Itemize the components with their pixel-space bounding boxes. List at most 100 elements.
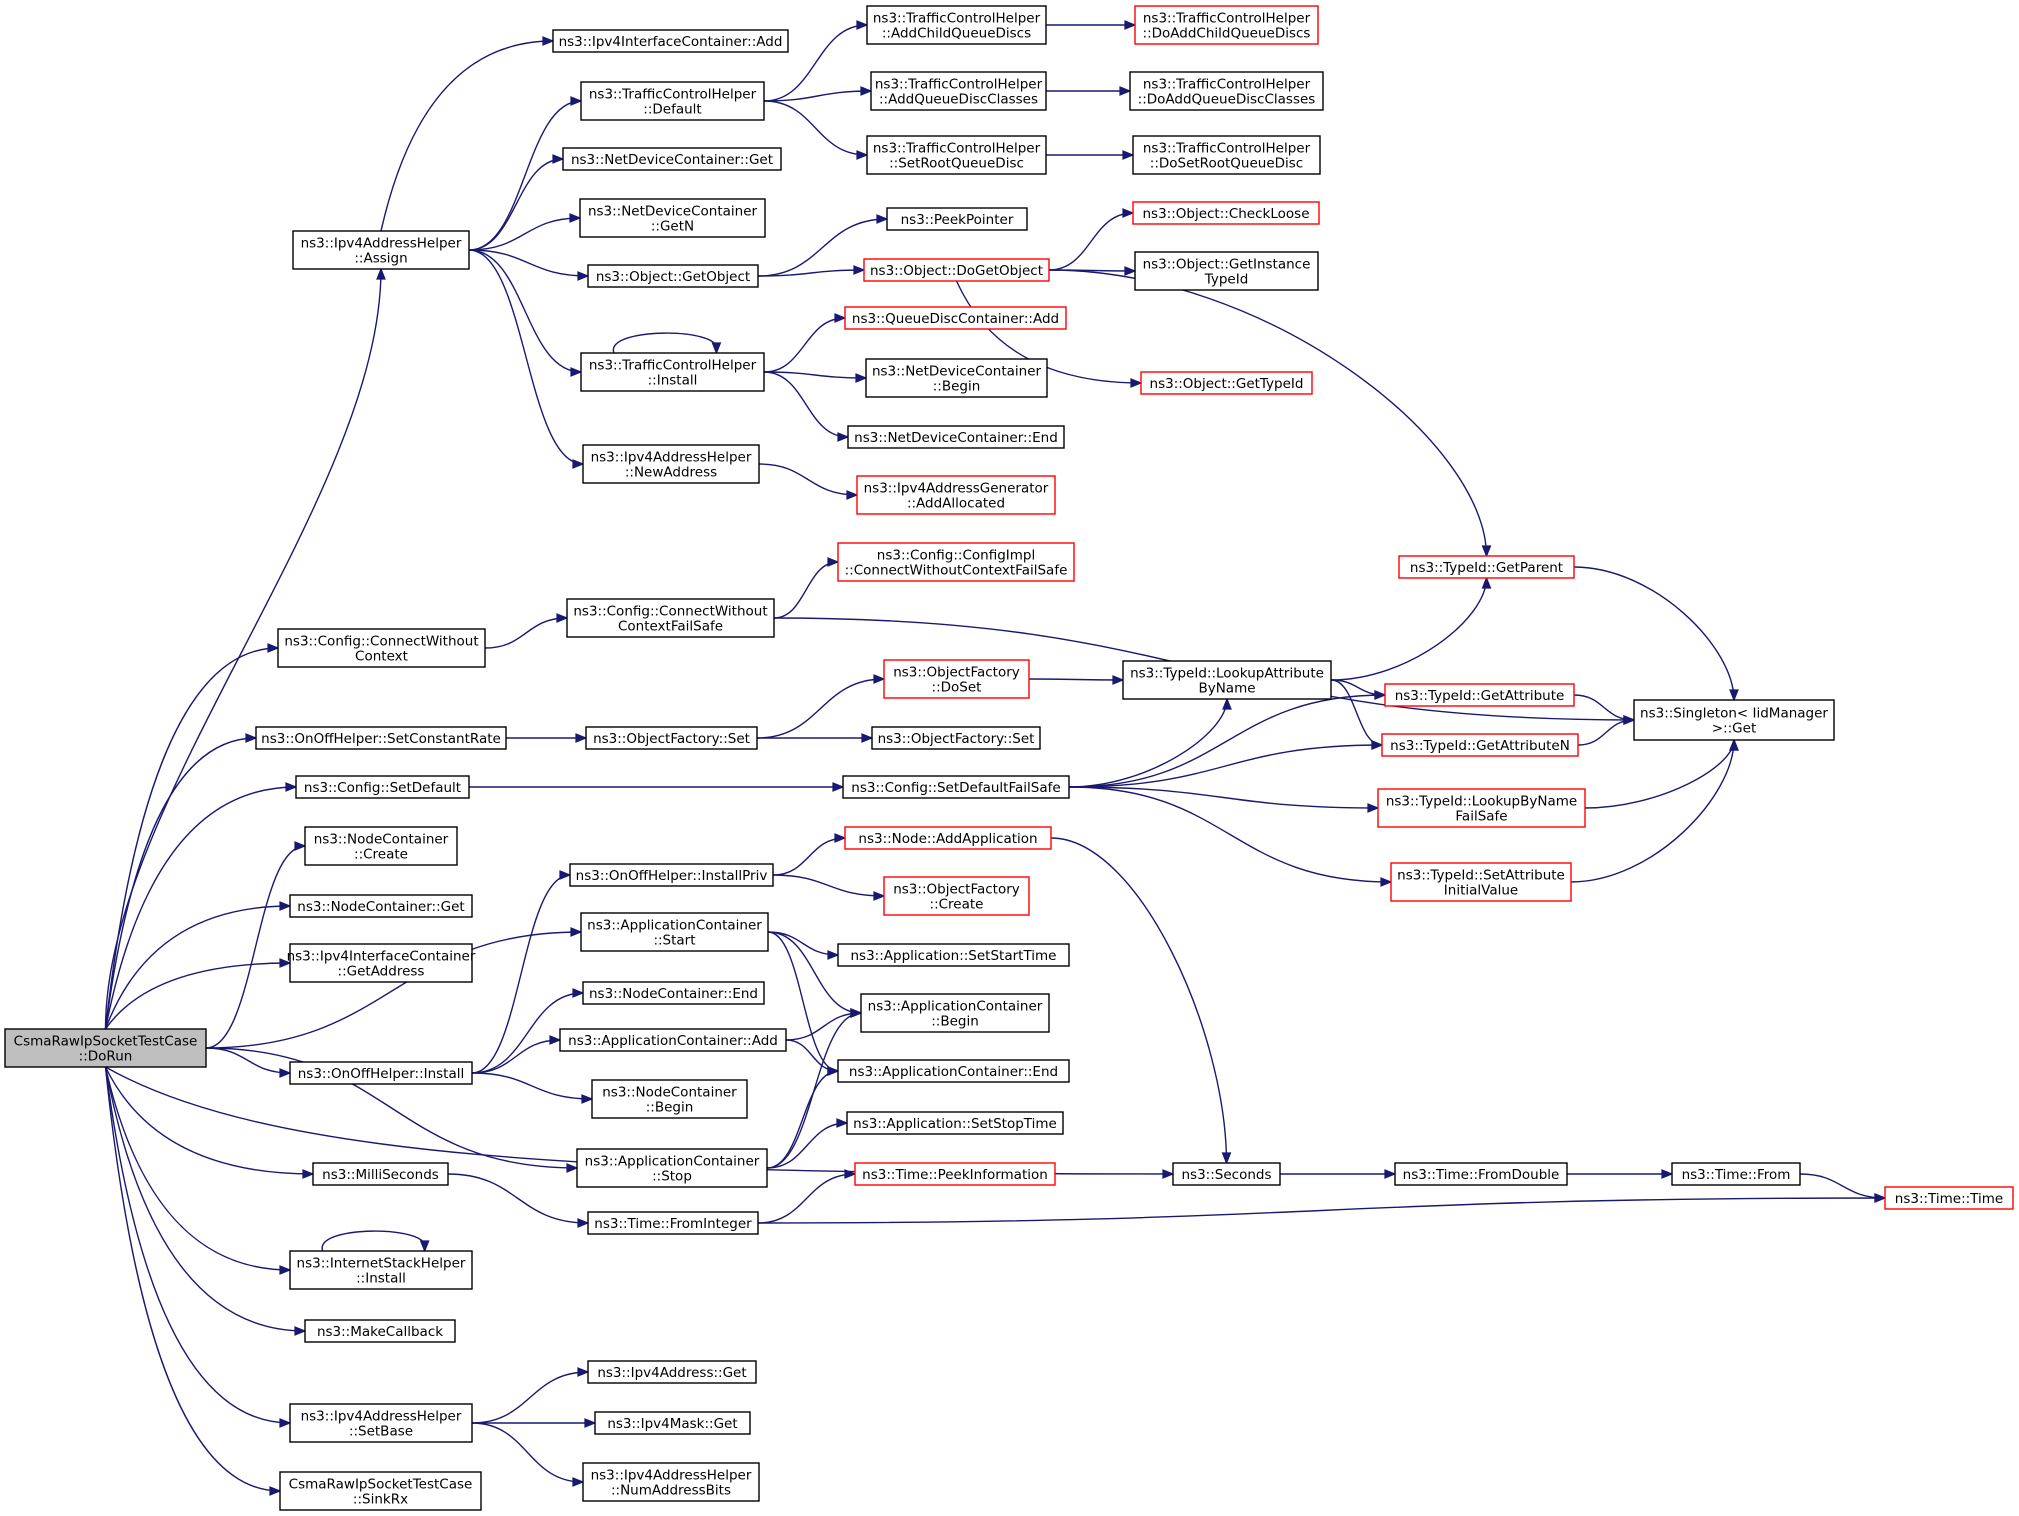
node-singleton-get[interactable]: ns3::Singleton< IidManager >::Get	[1633, 699, 1835, 741]
node-qdc-add[interactable]: ns3::QueueDiscContainer::Add	[844, 306, 1067, 330]
node-onoff-installpriv[interactable]: ns3::OnOffHelper::InstallPriv	[569, 863, 774, 887]
node-ipv4ah-numaddrbits[interactable]: ns3::Ipv4AddressHelper::NumAddressBits	[582, 1462, 760, 1502]
node-box[interactable]	[312, 1162, 449, 1186]
node-box[interactable]	[1134, 5, 1319, 45]
node-appc-add[interactable]: ns3::ApplicationContainer::Add	[559, 1028, 787, 1052]
node-ish-install[interactable]: ns3::InternetStackHelper::Install	[289, 1250, 473, 1290]
node-tch-default[interactable]: ns3::TrafficControlHelper::Default	[580, 81, 765, 121]
node-box[interactable]	[1394, 1162, 1568, 1186]
node-config-cwc[interactable]: ns3::Config::ConnectWithoutContext	[277, 628, 486, 668]
node-box[interactable]	[289, 943, 473, 983]
node-box[interactable]	[883, 876, 1030, 916]
node-box[interactable]	[292, 230, 470, 270]
node-box[interactable]	[289, 1403, 473, 1443]
node-box[interactable]	[587, 264, 759, 288]
node-box[interactable]	[846, 1111, 1064, 1135]
node-box[interactable]	[585, 726, 758, 750]
node-nc-get[interactable]: ns3::NodeContainer::Get	[289, 894, 473, 918]
node-box[interactable]	[559, 1028, 787, 1052]
node-of-set1[interactable]: ns3::ObjectFactory::Set	[585, 726, 758, 750]
node-box[interactable]	[582, 981, 765, 1005]
node-time-fromdouble[interactable]: ns3::Time::FromDouble	[1394, 1162, 1568, 1186]
node-onoff-setconstrate[interactable]: ns3::OnOffHelper::SetConstantRate	[255, 726, 507, 750]
node-box[interactable]	[289, 894, 473, 918]
node-box[interactable]	[1172, 1162, 1281, 1186]
node-box[interactable]	[304, 826, 458, 866]
node-ndc-end[interactable]: ns3::NetDeviceContainer::End	[847, 425, 1065, 449]
node-ndc-getn[interactable]: ns3::NetDeviceContainer::GetN	[579, 198, 766, 238]
node-box[interactable]	[1377, 788, 1586, 828]
node-time-time[interactable]: ns3::Time::Time	[1884, 1186, 2014, 1210]
node-app-setstop[interactable]: ns3::Application::SetStopTime	[846, 1111, 1064, 1135]
node-box[interactable]	[562, 147, 782, 171]
node-ndc-get[interactable]: ns3::NetDeviceContainer::Get	[562, 147, 782, 171]
node-ipv4ah-setbase[interactable]: ns3::Ipv4AddressHelper::SetBase	[289, 1403, 473, 1443]
node-box[interactable]	[580, 912, 769, 952]
node-tch-addqdc[interactable]: ns3::TrafficControlHelper::AddQueueDiscC…	[870, 71, 1047, 111]
node-tch-doaddqdc[interactable]: ns3::TrafficControlHelper::DoAddQueueDis…	[1129, 71, 1324, 111]
node-ipv4ic-getaddress[interactable]: ns3::Ipv4InterfaceContainer::GetAddress	[287, 943, 476, 983]
node-ipv4ag-addallocated[interactable]: ns3::Ipv4AddressGenerator::AddAllocated	[856, 475, 1056, 515]
node-box[interactable]	[866, 5, 1047, 45]
node-tch-dosetroot[interactable]: ns3::TrafficControlHelper::DoSetRootQueu…	[1132, 135, 1321, 175]
node-node-addapp[interactable]: ns3::Node::AddApplication	[844, 826, 1052, 850]
node-box[interactable]	[279, 1471, 482, 1511]
node-box[interactable]	[295, 775, 470, 799]
node-time-frominteger[interactable]: ns3::Time::FromInteger	[587, 1211, 759, 1235]
node-box[interactable]	[1398, 555, 1575, 579]
node-typeid-getattr[interactable]: ns3::TypeId::GetAttribute	[1384, 683, 1575, 707]
node-of-create[interactable]: ns3::ObjectFactory::Create	[883, 876, 1030, 916]
node-sinkrx[interactable]: CsmaRawIpSocketTestCase::SinkRx	[279, 1471, 482, 1511]
node-box[interactable]	[1884, 1186, 2014, 1210]
node-box[interactable]	[255, 726, 507, 750]
node-appc-end[interactable]: ns3::ApplicationContainer::End	[837, 1059, 1070, 1083]
node-box[interactable]	[854, 1162, 1056, 1186]
node-ipv4mask-get[interactable]: ns3::Ipv4Mask::Get	[594, 1411, 751, 1435]
node-config-setdefault[interactable]: ns3::Config::SetDefault	[295, 775, 470, 799]
node-nc-create[interactable]: ns3::NodeContainer::Create	[304, 826, 458, 866]
node-ndc-begin[interactable]: ns3::NetDeviceContainer::Begin	[865, 358, 1048, 398]
node-box[interactable]	[582, 1462, 760, 1502]
node-box[interactable]	[1384, 683, 1575, 707]
node-typeid-getparent[interactable]: ns3::TypeId::GetParent	[1398, 555, 1575, 579]
node-box[interactable]	[860, 993, 1050, 1033]
node-box[interactable]	[591, 1079, 748, 1119]
node-box[interactable]	[594, 1411, 751, 1435]
node-box[interactable]	[1140, 371, 1313, 395]
node-makecallback[interactable]: ns3::MakeCallback	[304, 1319, 456, 1343]
node-box[interactable]	[289, 1061, 473, 1085]
node-nc-end[interactable]: ns3::NodeContainer::End	[582, 981, 765, 1005]
node-box[interactable]	[582, 444, 760, 484]
node-box[interactable]	[847, 425, 1065, 449]
node-box[interactable]	[580, 352, 765, 392]
node-box[interactable]	[865, 358, 1048, 398]
node-box[interactable]	[552, 29, 789, 53]
node-configimpl-cwcfs[interactable]: ns3::Config::ConfigImpl::ConnectWithoutC…	[837, 542, 1075, 582]
node-ipv4ic-add[interactable]: ns3::Ipv4InterfaceContainer::Add	[552, 29, 789, 53]
node-box[interactable]	[837, 1059, 1070, 1083]
node-appc-stop[interactable]: ns3::ApplicationContainer::Stop	[576, 1148, 768, 1188]
node-root[interactable]: CsmaRawIpSocketTestCase::DoRun	[4, 1028, 207, 1068]
node-box[interactable]	[304, 1319, 456, 1343]
node-box[interactable]	[4, 1028, 207, 1068]
node-box[interactable]	[569, 863, 774, 887]
node-box[interactable]	[1633, 699, 1835, 741]
node-config-setdefaultfs[interactable]: ns3::Config::SetDefaultFailSafe	[842, 775, 1070, 799]
node-box[interactable]	[587, 1211, 759, 1235]
node-tch-setroot[interactable]: ns3::TrafficControlHelper::SetRootQueueD…	[866, 135, 1047, 175]
node-tch-addchild[interactable]: ns3::TrafficControlHelper::AddChildQueue…	[866, 5, 1047, 45]
node-obj-gettypeid[interactable]: ns3::Object::GetTypeId	[1140, 371, 1313, 395]
node-box[interactable]	[1129, 71, 1324, 111]
node-seconds[interactable]: ns3::Seconds	[1172, 1162, 1281, 1186]
node-box[interactable]	[844, 306, 1067, 330]
node-appc-start[interactable]: ns3::ApplicationContainer::Start	[580, 912, 769, 952]
node-box[interactable]	[866, 135, 1047, 175]
node-onoff-install[interactable]: ns3::OnOffHelper::Install	[289, 1061, 473, 1085]
node-box[interactable]	[1671, 1162, 1801, 1186]
node-box[interactable]	[844, 826, 1052, 850]
node-ipv4ah-newaddress[interactable]: ns3::Ipv4AddressHelper::NewAddress	[582, 444, 760, 484]
